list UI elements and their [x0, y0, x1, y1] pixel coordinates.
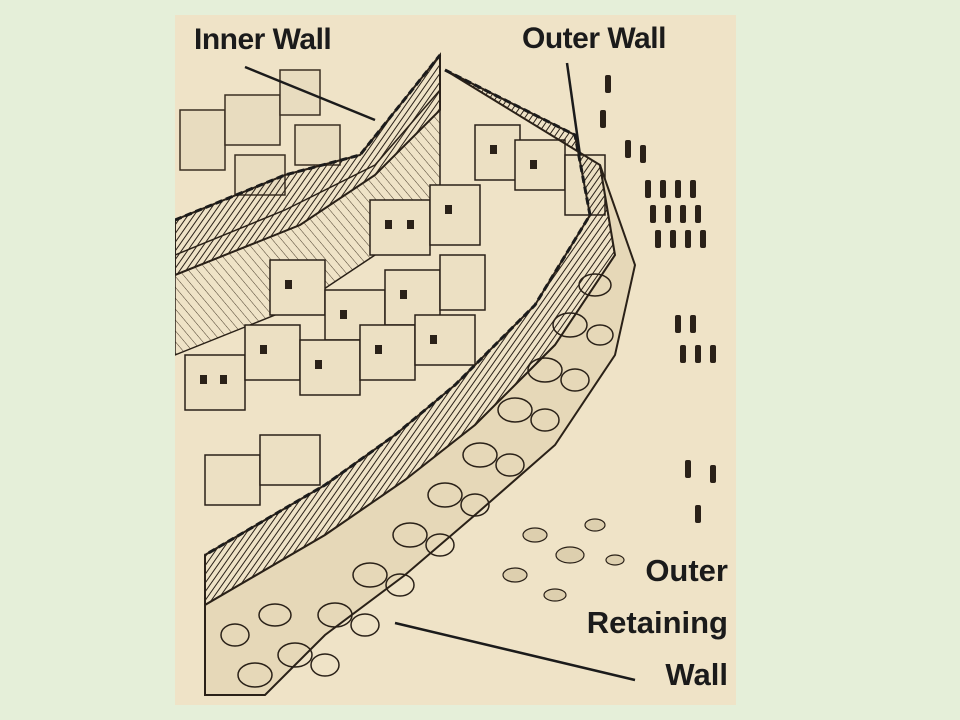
outer-retaining-wall-label: Outer Retaining Wall [587, 545, 728, 701]
building-windows [200, 145, 537, 384]
retaining-label-line: Outer [645, 553, 728, 588]
outer-retaining-wall [204, 164, 637, 696]
town-buildings [184, 124, 606, 506]
marching-soldiers [600, 75, 716, 523]
outer-wall-leader [565, 62, 582, 156]
distant-buildings [179, 69, 341, 196]
outer-wall-label: Outer Wall [522, 22, 666, 55]
retaining-wall-stones [220, 273, 614, 688]
inner-wall-label: Inner Wall [194, 23, 332, 56]
retaining-label-line: Retaining [586, 605, 728, 640]
retaining-wall-leader [394, 621, 636, 682]
city-walls-drawing [175, 15, 736, 705]
retaining-label-line: Wall [665, 657, 728, 692]
rubble [502, 518, 625, 602]
leader-lines [244, 62, 636, 682]
inner-wall-leader [244, 65, 376, 122]
city-walls-illustration: Inner Wall Outer Wall Outer Retaining Wa… [175, 15, 736, 705]
